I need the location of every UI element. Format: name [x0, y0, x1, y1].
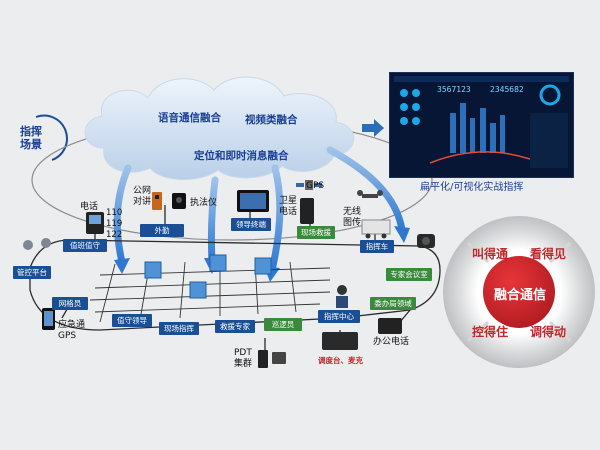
circle-bottom-right-label: 调得动: [530, 325, 567, 339]
phone-numbers: 110 119 122: [106, 208, 123, 240]
node-rescue: 现场救援: [297, 226, 335, 239]
node-center: 指挥中心: [318, 310, 360, 323]
body-camera-icon: [172, 193, 186, 209]
dashboard-number-left: 3567123: [437, 85, 471, 94]
phone-label: 电话: [80, 202, 99, 212]
drone-icon: [357, 190, 383, 198]
to-dashboard-arrow: [362, 119, 384, 137]
dashboard-graphics: [394, 76, 569, 168]
dispatch-console-icon: [322, 332, 358, 350]
grid-buildings: [144, 254, 272, 299]
pdt-label: PDT 集群: [234, 348, 253, 369]
node-command-car: 指挥车: [360, 240, 394, 253]
node-expert-room: 专家会议室: [386, 268, 432, 281]
grid-mesh: [89, 261, 331, 323]
tablet-icon: [237, 190, 269, 212]
circle-top-left-label: 叫得通: [472, 247, 509, 261]
gps-label: GPS: [306, 181, 325, 191]
emergency-label: 应急通 GPS: [58, 320, 86, 341]
satellite-label: 卫星 电话: [279, 196, 298, 217]
cloud-label-location: 定位和即时消息融合: [194, 150, 289, 162]
flow-arrows: [113, 146, 406, 274]
node-duty: 值班值守: [63, 239, 107, 252]
cloud-label-video: 视频类融合: [245, 114, 298, 126]
circle-bottom-left-label: 控得住: [472, 325, 509, 339]
satellite-phone-icon: [300, 198, 314, 224]
fusion-cloud: [84, 76, 355, 181]
recorder-label: 执法仪: [190, 198, 218, 208]
cloud-label-voice: 语音通信融合: [158, 112, 221, 124]
node-field-cmd: 现场指挥: [159, 322, 199, 335]
dashboard-caption: 扁平化/可视化实战指挥: [420, 182, 524, 193]
public-net-label: 公网 对讲: [133, 186, 152, 207]
wireless-label: 无线 图传: [343, 207, 362, 228]
scene-tag: 指挥 场景: [20, 125, 42, 151]
node-net-member: 网格员: [52, 297, 88, 310]
node-out: 外勤: [140, 224, 184, 237]
phone-device-icon: [86, 212, 104, 234]
command-vehicle-icon: [361, 219, 391, 239]
circle-top-right-label: 看得见: [530, 247, 567, 261]
node-leader: 领导终端: [231, 218, 271, 231]
fusion-circle: [443, 216, 595, 368]
walkie-talkie-icon: [152, 192, 162, 210]
dispatch-label: 调度台、麦克: [318, 356, 363, 365]
node-expert: 救援专家: [215, 320, 255, 333]
dashboard-screen: 3567123 2345682: [389, 72, 574, 178]
pdt-radio-icon: [258, 350, 286, 368]
node-control: 管控平台: [13, 266, 51, 279]
desk-phone-icon: [378, 318, 402, 334]
conference-camera-icon: [417, 234, 435, 248]
police-officer-icon: [336, 285, 348, 308]
mobile-phone-icon: [42, 308, 55, 330]
scene-tag-arc: [35, 114, 68, 161]
node-commission: 委办局领域: [370, 297, 416, 310]
node-guard-leader: 值守领导: [112, 314, 152, 327]
circle-center-label: 融合通信: [494, 288, 547, 303]
office-phone-label: 办公电话: [373, 337, 410, 347]
dashboard-number-right: 2345682: [490, 85, 524, 94]
satellite-icon: [296, 180, 322, 190]
cameras-icon: [23, 238, 51, 250]
node-patrol: 巡逻员: [264, 318, 302, 331]
